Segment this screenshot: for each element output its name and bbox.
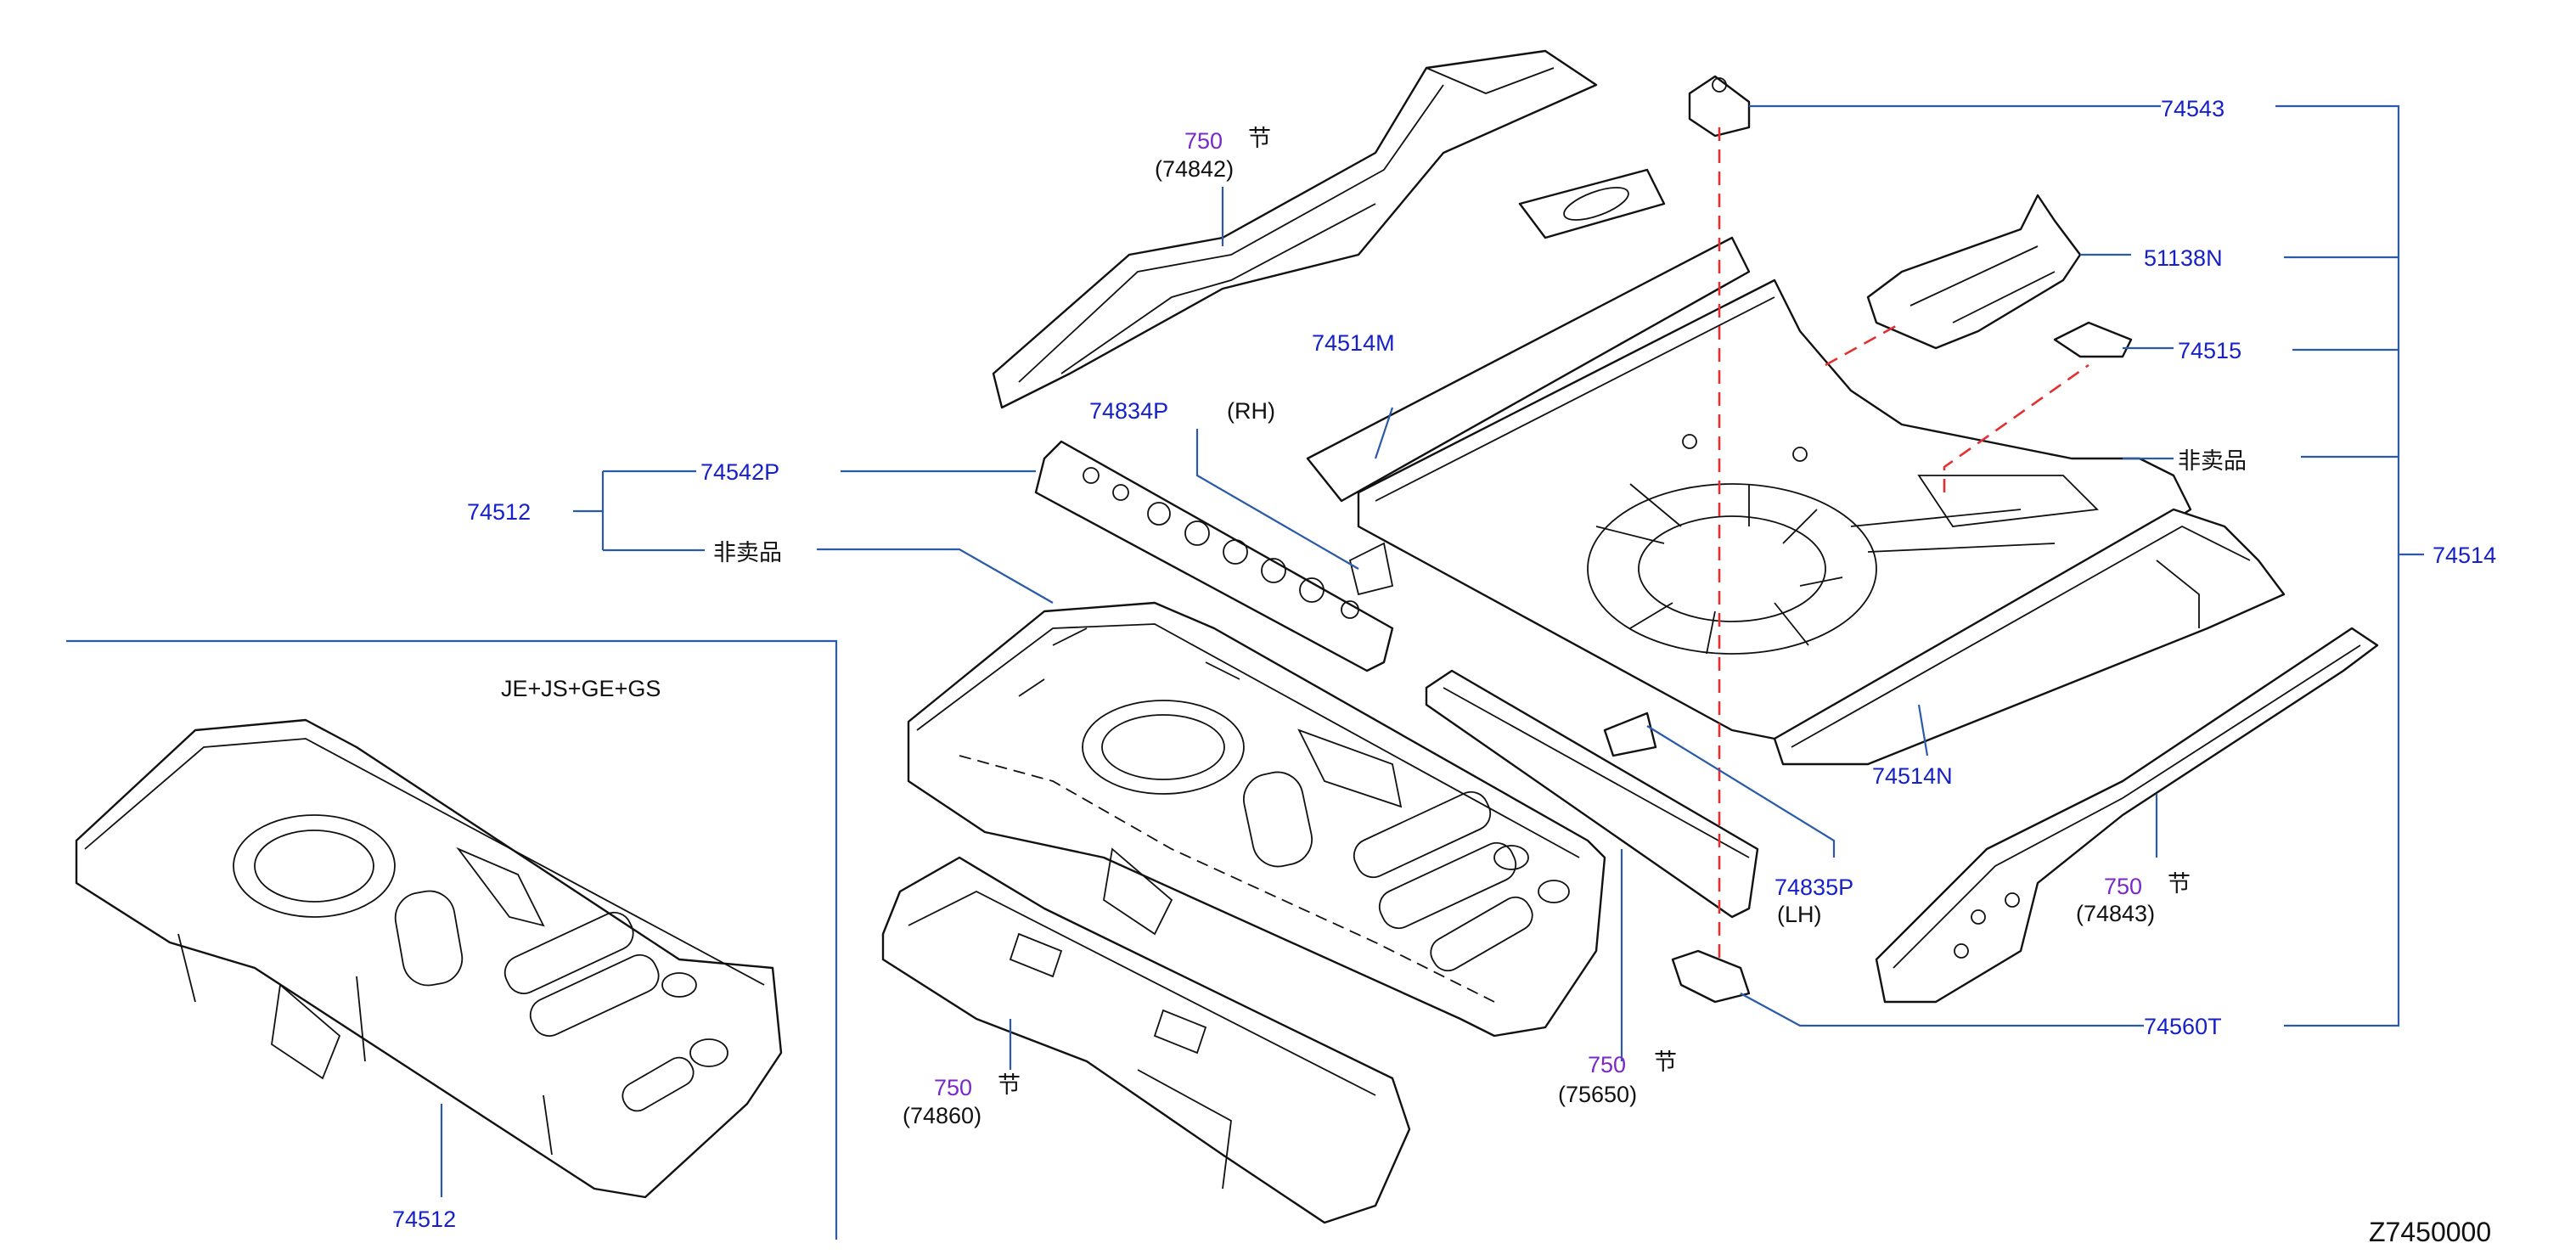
- label-74542p: 74542P: [700, 459, 779, 485]
- label-not-for-sale-right: 非卖品: [2178, 448, 2247, 475]
- label-section-b: 节: [2168, 871, 2191, 897]
- label-74843: (74843): [2076, 901, 2155, 926]
- inset-floor-panel-drawing: [75, 718, 783, 1199]
- label-ref-750-d: 750: [934, 1075, 972, 1100]
- label-74514: 74514: [2433, 543, 2496, 568]
- bracket-74543-drawing: [1688, 75, 1751, 138]
- side-member-lh-drawing: [1425, 669, 1759, 919]
- label-75650: (75650): [1558, 1082, 1637, 1107]
- side-panel-upper-drawing: [1306, 168, 1751, 503]
- tray-51138n-drawing: [1866, 194, 2082, 350]
- label-74543: 74543: [2161, 96, 2224, 121]
- alignment-dashes: [1718, 127, 2089, 959]
- label-74515: 74515: [2178, 338, 2241, 363]
- label-51138n: 51138N: [2144, 245, 2223, 271]
- label-section-a: 节: [1248, 126, 1271, 152]
- label-section-d: 节: [998, 1072, 1021, 1099]
- label-rh: (RH): [1227, 398, 1275, 424]
- label-74834p: 74834P: [1089, 398, 1168, 424]
- label-74560t: 74560T: [2144, 1014, 2222, 1039]
- label-74860: (74860): [903, 1103, 981, 1128]
- bracket-74560t-drawing: [1671, 949, 1751, 1004]
- label-74512-bottom: 74512: [392, 1207, 456, 1232]
- label-74512-bracket: 74512: [467, 499, 531, 525]
- rear-floor-panel-front-drawing: [907, 601, 1606, 1038]
- side-panel-lower-drawing: [1773, 508, 2286, 766]
- label-ref-750-a: 750: [1184, 128, 1223, 154]
- label-ref-750-c: 750: [1588, 1052, 1626, 1077]
- label-lh: (LH): [1777, 902, 1822, 927]
- label-not-for-sale-left: 非卖品: [713, 540, 782, 566]
- bracket-frames: [66, 104, 2424, 1240]
- rear-side-member-drawing: [1875, 627, 2379, 1004]
- label-74842: (74842): [1155, 156, 1234, 182]
- label-74835p: 74835P: [1775, 875, 1853, 900]
- label-variant: JE+JS+GE+GS: [501, 676, 661, 701]
- diagram-code: Z7450000: [2369, 1217, 2491, 1247]
- label-74514m: 74514M: [1312, 330, 1395, 356]
- front-crossmember-drawing: [992, 49, 1598, 409]
- rear-crossmember-drawing: [881, 856, 1411, 1224]
- label-section-c: 节: [1654, 1049, 1677, 1076]
- leader-lines: [440, 104, 2174, 1197]
- label-74514n: 74514N: [1872, 763, 1953, 789]
- side-member-rh-drawing: [1034, 440, 1394, 672]
- clip-74515-drawing: [2053, 321, 2133, 358]
- label-ref-750-b: 750: [2104, 874, 2142, 899]
